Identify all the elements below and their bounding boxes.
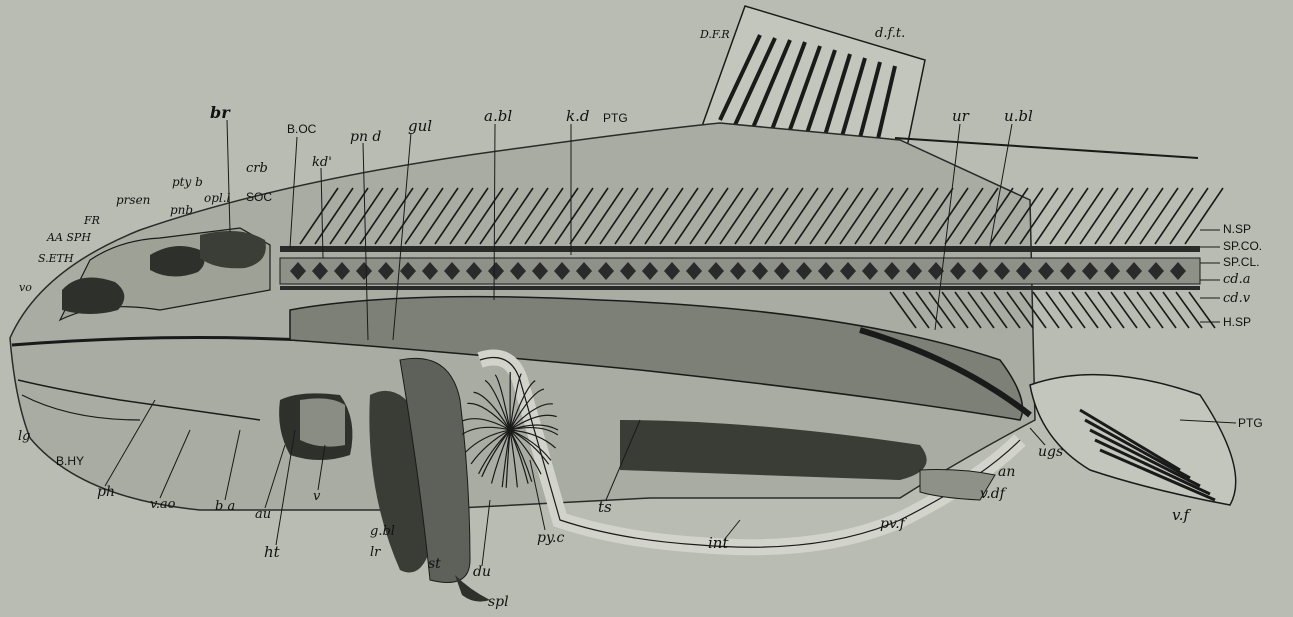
label-st: st	[428, 556, 441, 572]
label-lg: lg	[18, 429, 30, 444]
caudal-artery	[280, 286, 1200, 290]
label-seth: S.ETH	[38, 252, 74, 265]
label-lr: lr	[370, 545, 381, 560]
label-pyc: py.c	[537, 530, 564, 546]
label-bhy: B.HY	[56, 454, 84, 468]
label-soc: SOC	[246, 190, 272, 204]
label-br: br	[210, 103, 231, 122]
label-ts: ts	[598, 498, 612, 516]
nasal-capsule	[62, 278, 124, 315]
label-spl: spl	[488, 594, 509, 610]
label-dft: d.f.t.	[875, 26, 905, 41]
label-ptyb: pty b	[172, 175, 203, 189]
label-ubl: u.bl	[1004, 107, 1033, 125]
label-nsp: N.SP	[1223, 222, 1251, 236]
label-an: an	[998, 464, 1015, 480]
label-kd: k.d	[566, 107, 589, 125]
label-ph: ph	[97, 484, 115, 500]
label-prsen: prsen	[116, 193, 150, 207]
label-boc: B.OC	[287, 122, 317, 136]
brain-rear	[200, 231, 266, 268]
label-du: du	[473, 564, 491, 580]
label-spcl: SP.CL.	[1223, 255, 1259, 269]
label-dfr: D.F.R	[699, 28, 730, 41]
label-vo: vo	[19, 281, 32, 294]
label-ur: ur	[952, 107, 970, 125]
label-pvf: pv.f	[880, 516, 908, 532]
label-hsp: H.SP	[1223, 315, 1251, 329]
label-cdv: cd.v	[1223, 291, 1251, 306]
label-crb: crb	[246, 161, 268, 176]
label-ba: b a	[215, 499, 235, 514]
label-pnd: pn d	[350, 129, 381, 145]
spinal-cord	[280, 246, 1200, 252]
label-ugs: ugs	[1038, 444, 1063, 460]
label-au: au	[255, 507, 271, 522]
label-vf: v.f	[1172, 506, 1191, 524]
label-v: v	[313, 489, 321, 504]
label-ptg-tail: PTG	[1238, 416, 1263, 430]
label-abl: a.bl	[484, 107, 512, 125]
label-ht: ht	[264, 543, 281, 561]
label-cda: cd.a	[1223, 272, 1251, 287]
label-pnb: pnb	[170, 203, 193, 217]
label-aspn: AA SPH	[46, 231, 91, 244]
label-fr: FR	[83, 214, 100, 227]
label-opll: opl.l	[204, 191, 231, 205]
label-spco: SP.CO.	[1223, 239, 1262, 253]
label-gbl: g.bl	[370, 524, 395, 539]
label-gul: gul	[408, 117, 432, 135]
heart-ventricle	[300, 398, 345, 446]
label-kd2: kd'	[312, 155, 332, 170]
label-vao: v.ao	[150, 497, 176, 512]
label-ptg-top: PTG	[603, 111, 628, 125]
label-vdf: v.df	[980, 486, 1008, 502]
